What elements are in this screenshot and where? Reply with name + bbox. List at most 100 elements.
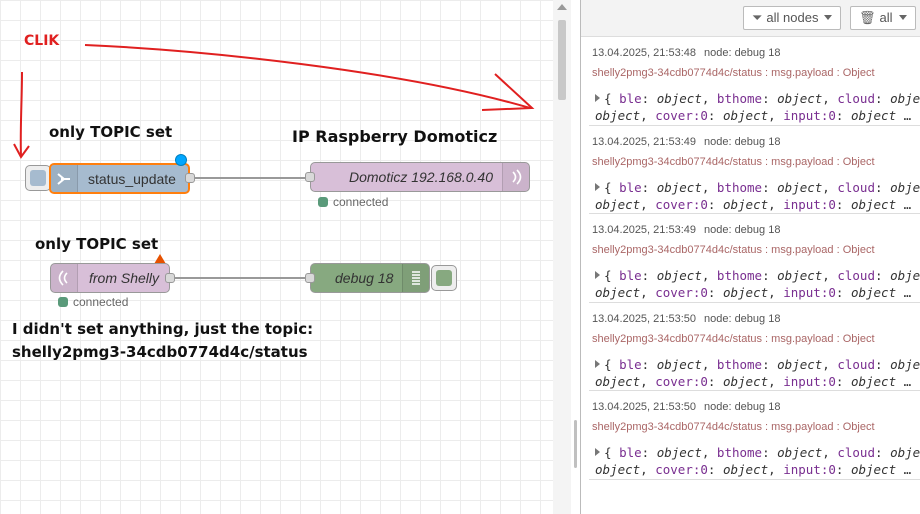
inject-output-port[interactable]	[185, 173, 195, 183]
payload-key: input:0	[783, 285, 836, 300]
payload-key: bthome	[716, 179, 763, 195]
sidebar-resize-handle[interactable]	[574, 420, 577, 468]
filter-nodes-label: all nodes	[766, 10, 819, 25]
debug-node-label: debug 18	[335, 270, 394, 286]
message-node[interactable]: node: debug 18	[703, 135, 781, 148]
expand-caret-icon[interactable]	[595, 359, 600, 368]
payload-brace: {	[604, 91, 612, 106]
payload-key: ble	[619, 268, 642, 283]
message-node[interactable]: node: debug 18	[703, 312, 781, 325]
payload-value: object	[777, 91, 823, 106]
message-payload[interactable]: { ble: object, bthome: object, cloud: ob…	[595, 356, 920, 390]
annotation-clik: CLIK	[24, 33, 60, 49]
inject-node-label: status_update	[88, 171, 176, 187]
debug-toggle-button[interactable]	[431, 265, 457, 291]
debug-message[interactable]: 13.04.2025, 21:53:50 node: debug 18 shelly…	[589, 303, 920, 391]
annotation-only-topic-2: only TOPIC set	[35, 235, 159, 253]
payload-value: object	[777, 356, 823, 372]
inject-node[interactable]: status_update	[49, 163, 195, 194]
payload-brace: {	[604, 445, 612, 460]
payload-value: object	[722, 108, 769, 123]
inject-trigger-button[interactable]	[25, 165, 51, 191]
mqtt-in-node[interactable]: from Shelly	[50, 263, 175, 293]
filter-icon: ⏷	[752, 10, 763, 25]
message-node[interactable]: node: debug 18	[703, 224, 781, 236]
mqtt-out-node-label: Domoticz 192.168.0.40	[349, 169, 493, 185]
payload-value: object	[656, 91, 702, 106]
message-payload[interactable]: { ble: object, bthome: object, cloud: ob…	[595, 267, 920, 301]
debug-message-list: 13.04.2025, 21:53:48 node: debug 18 shelly…	[589, 37, 920, 480]
payload-value: object	[722, 373, 769, 389]
message-time: 13.04.2025, 21:53:49	[592, 135, 696, 148]
message-payload[interactable]: { ble: object, bthome: object, cloud: ob…	[595, 179, 920, 213]
payload-value: object	[850, 373, 897, 389]
debug-message[interactable]: 13.04.2025, 21:53:50 node: debug 18 shelly…	[589, 391, 920, 480]
clear-messages-label: all	[879, 10, 893, 25]
annotation-ip-domoticz: IP Raspberry Domoticz	[292, 127, 498, 146]
clear-messages-button[interactable]: 🗑all	[850, 6, 916, 30]
filter-nodes-dropdown[interactable]: ⏷all nodes	[743, 6, 842, 30]
debug-node[interactable]: debug 18	[305, 263, 430, 293]
payload-ellipsis: …	[903, 196, 912, 212]
message-time: 13.04.2025, 21:53:50	[592, 312, 696, 325]
message-payload[interactable]: { ble: object, bthome: object, cloud: ob…	[595, 90, 920, 124]
expand-caret-icon[interactable]	[595, 94, 600, 102]
message-node[interactable]: node: debug 18	[703, 401, 781, 413]
wire-inject-to-mqtt-out[interactable]	[190, 177, 310, 179]
debug-input-port[interactable]	[305, 273, 315, 283]
mqtt-out-node[interactable]: Domoticz 192.168.0.40	[305, 162, 530, 192]
payload-key: cloud	[837, 268, 875, 283]
payload-value: object	[777, 445, 823, 460]
debug-message[interactable]: 13.04.2025, 21:53:48 node: debug 18 shelly…	[589, 37, 920, 126]
payload-key: input:0	[783, 373, 836, 389]
mqtt-in-output-port[interactable]	[165, 273, 175, 283]
payload-key: cover:0	[655, 108, 708, 123]
payload-brace: }	[919, 197, 920, 212]
message-topic: shelly2pmg3-34cdb0774d4c/status : msg.pa…	[592, 67, 875, 79]
payload-key: input:0	[783, 108, 836, 123]
message-payload[interactable]: { ble: object, bthome: object, cloud: ob…	[595, 444, 920, 478]
payload-key: bthome	[716, 356, 763, 372]
payload-value: object	[777, 179, 823, 195]
annotation-arrow-right-head	[481, 73, 535, 111]
message-time: 13.04.2025, 21:53:50	[592, 401, 696, 413]
flow-workspace[interactable]: CLIK only TOPIC set IP Raspberry Domotic…	[0, 0, 560, 514]
message-node[interactable]: node: debug 18	[703, 47, 781, 59]
annotation-arrow-down-head	[13, 143, 30, 159]
scroll-up-icon[interactable]	[557, 4, 567, 10]
workspace-scrollbar[interactable]	[553, 0, 571, 514]
debug-message[interactable]: 13.04.2025, 21:53:49 node: debug 18 shelly…	[589, 126, 920, 214]
payload-value: object	[595, 108, 641, 123]
message-topic: shelly2pmg3-34cdb0774d4c/status : msg.pa…	[592, 155, 875, 168]
message-meta: 13.04.2025, 21:53:50 node: debug 18	[592, 313, 780, 325]
annotation-note-line2: shelly2pmg3-34cdb0774d4c/status	[12, 343, 308, 361]
message-topic: shelly2pmg3-34cdb0774d4c/status : msg.pa…	[592, 421, 875, 433]
bridge-icon	[51, 264, 78, 292]
payload-ellipsis: …	[903, 462, 912, 477]
wire-mqtt-in-to-debug[interactable]	[172, 277, 310, 279]
payload-value: object	[890, 179, 920, 195]
payload-value: object	[890, 445, 920, 460]
expand-caret-icon[interactable]	[595, 182, 600, 191]
changed-indicator	[175, 154, 187, 166]
payload-value: object	[656, 179, 702, 195]
payload-key: cover:0	[655, 285, 708, 300]
expand-caret-icon[interactable]	[595, 271, 600, 279]
message-topic: shelly2pmg3-34cdb0774d4c/status : msg.pa…	[592, 332, 875, 345]
expand-caret-icon[interactable]	[595, 448, 600, 456]
payload-brace: }	[919, 108, 920, 123]
payload-key: bthome	[716, 268, 763, 283]
mqtt-out-status-text: connected	[333, 195, 389, 209]
message-meta: 13.04.2025, 21:53:50 node: debug 18	[592, 401, 780, 413]
message-time: 13.04.2025, 21:53:48	[592, 47, 696, 59]
payload-value: object	[595, 373, 641, 389]
mqtt-out-input-port[interactable]	[305, 172, 315, 182]
scrollbar-thumb[interactable]	[558, 20, 566, 100]
mqtt-in-status-text: connected	[73, 295, 129, 309]
payload-key: ble	[619, 179, 642, 195]
mqtt-out-status: connected	[318, 195, 388, 209]
annotation-only-topic-1: only TOPIC set	[49, 123, 173, 141]
mqtt-in-status: connected	[58, 295, 128, 309]
payload-ellipsis: …	[903, 108, 912, 123]
